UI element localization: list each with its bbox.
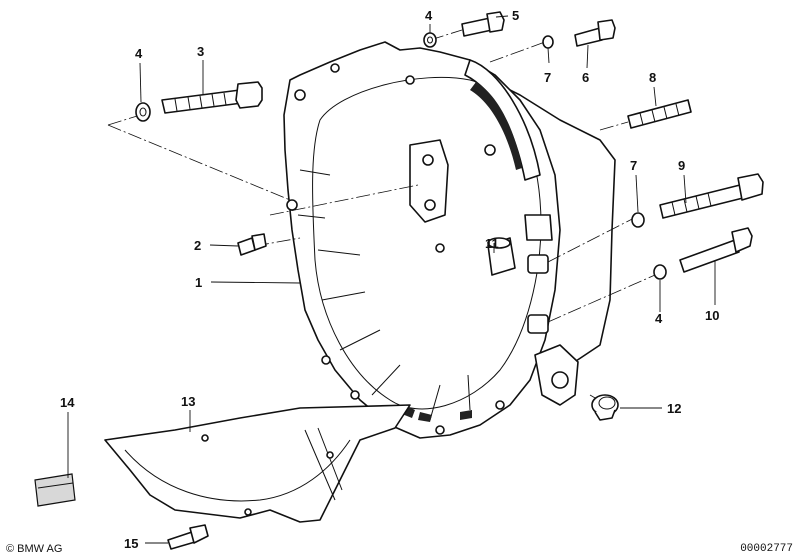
hex-bolt-3 <box>161 81 263 114</box>
callout-15: 15 <box>124 536 138 551</box>
callout-12: 12 <box>667 401 681 416</box>
plug-12 <box>591 394 619 421</box>
callout-7-right: 7 <box>630 158 637 173</box>
callout-9: 9 <box>678 158 685 173</box>
washer-7a <box>542 35 554 49</box>
washer-4c <box>653 264 667 280</box>
callout-14: 14 <box>60 395 75 410</box>
callout-10: 10 <box>705 308 719 323</box>
clutch-housing <box>283 41 616 439</box>
callout-1: 1 <box>195 275 202 290</box>
bolt-6 <box>574 19 616 47</box>
leader-lines <box>67 15 716 544</box>
plug-screw-2 <box>237 233 267 256</box>
screw-15 <box>167 524 209 550</box>
bolt-10 <box>679 227 753 273</box>
callout-4-left: 4 <box>135 46 143 61</box>
rubber-block-14 <box>34 473 76 507</box>
callout-4-right: 4 <box>655 311 663 326</box>
callout-6: 6 <box>582 70 589 85</box>
washer-4b <box>423 32 437 48</box>
callout-13: 13 <box>181 394 195 409</box>
cover-plate-13 <box>104 404 411 523</box>
callout-7-top: 7 <box>544 70 551 85</box>
hex-bolt-9 <box>659 173 764 219</box>
washer-7b <box>631 212 645 228</box>
bolt-5 <box>461 11 505 37</box>
washer-4a <box>135 102 151 122</box>
reference-number: 00002777 <box>740 543 793 555</box>
callout-5: 5 <box>512 8 519 23</box>
stud-8 <box>627 99 692 129</box>
callout-2: 2 <box>194 238 201 253</box>
callout-3: 3 <box>197 44 204 59</box>
copyright-label: © BMW AG <box>6 543 63 555</box>
callout-11: 11 <box>485 236 499 251</box>
callout-8: 8 <box>649 70 656 85</box>
callouts: 1 2 3 4 4 4 5 6 7 7 8 9 10 11 12 13 14 1… <box>60 8 719 551</box>
callout-4-top: 4 <box>425 8 433 23</box>
